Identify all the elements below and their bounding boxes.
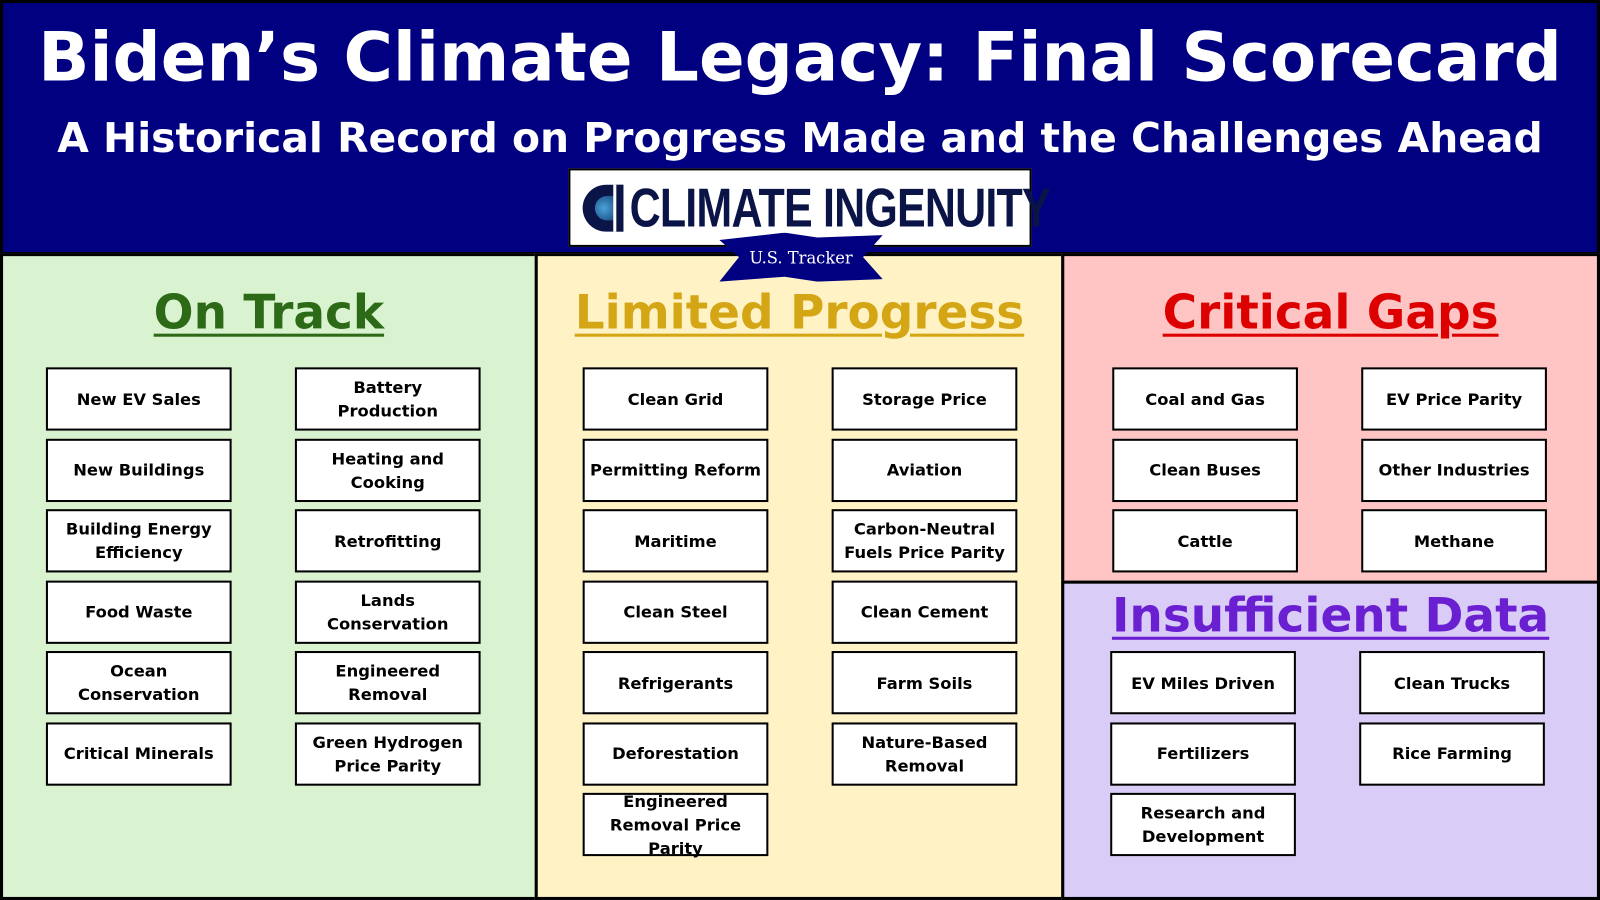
scorecard-item: Clean Buses <box>1112 438 1298 502</box>
scorecard-item: Deforestation <box>582 721 769 786</box>
scorecard-item: Other Industries <box>1361 438 1547 502</box>
logo-text: CLIMATE INGENUITY <box>629 177 1051 239</box>
scorecard-item: Storage Price <box>831 367 1018 431</box>
scorecard-item: Clean Grid <box>582 367 769 431</box>
panel-title-critical-gaps: Critical Gaps <box>1162 284 1499 340</box>
page-subtitle: A Historical Record on Progress Made and… <box>57 115 1543 163</box>
panel-title-insufficient-data: Insufficient Data <box>1111 587 1550 643</box>
scorecard-item: Aviation <box>831 438 1018 502</box>
panel-on-track: On Track <box>0 253 538 900</box>
scorecard-item: Fertilizers <box>1110 721 1296 786</box>
scorecard-item: Rice Farming <box>1359 721 1545 786</box>
scorecard-item: Clean Trucks <box>1359 651 1545 715</box>
scorecard-item: Battery Production <box>294 367 481 431</box>
scorecard-item: Clean Cement <box>831 580 1018 644</box>
scorecard-item: Green Hydrogen Price Parity <box>294 721 481 786</box>
scorecard-item: Coal and Gas <box>1112 367 1298 431</box>
scorecard-item: Research and Development <box>1110 792 1296 857</box>
scorecard-item: Nature-Based Removal <box>831 721 1018 786</box>
panel-title-on-track: On Track <box>153 284 385 340</box>
panel-limited-progress: Limited Progress <box>534 253 1065 900</box>
scorecard-item: Retrofitting <box>294 509 481 573</box>
scorecard-item: Clean Steel <box>582 580 769 644</box>
scorecard-item: EV Miles Driven <box>1110 651 1296 715</box>
scorecard-item: Heating and Cooking <box>294 438 481 502</box>
scorecard-item: EV Price Parity <box>1361 367 1547 431</box>
scorecard-item: New EV Sales <box>45 367 232 431</box>
scorecard-item: Carbon-Neutral Fuels Price Parity <box>831 509 1018 573</box>
scorecard-item: Critical Minerals <box>45 721 232 786</box>
scorecard-item: Cattle <box>1112 509 1298 573</box>
scorecard-item: Engineered Removal <box>294 651 481 715</box>
scorecard-item: Building Energy Efficiency <box>45 509 232 573</box>
panel-title-limited-progress: Limited Progress <box>574 284 1025 340</box>
scorecard-item: Engineered Removal Price Parity <box>582 791 769 858</box>
scorecard-item: New Buildings <box>45 438 232 502</box>
climate-ingenuity-logo: CLIMATE INGENUITY <box>568 168 1051 247</box>
scorecard-item: Refrigerants <box>582 651 769 715</box>
scorecard-item: Farm Soils <box>831 651 1018 715</box>
scorecard-item: Food Waste <box>45 580 232 644</box>
logo-mark-icon <box>582 184 624 232</box>
tracker-ribbon: U.S. Tracker <box>719 232 883 282</box>
scorecard-item: Permitting Reform <box>582 438 769 502</box>
scorecard-item: Ocean Conservation <box>45 651 232 715</box>
scorecard-item: Lands Conservation <box>294 580 481 644</box>
page-title: Biden’s Climate Legacy: Final Scorecard <box>38 18 1562 97</box>
scorecard-item: Maritime <box>582 509 769 573</box>
scorecard-item: Methane <box>1361 509 1547 573</box>
